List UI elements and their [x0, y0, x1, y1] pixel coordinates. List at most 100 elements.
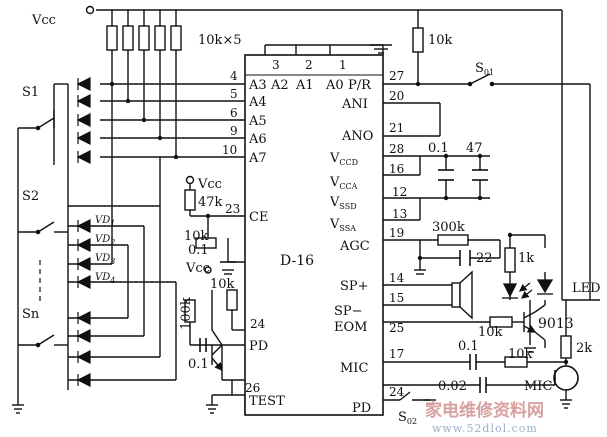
- switch-s1-label: S1: [22, 85, 39, 100]
- mic-label: MIC: [524, 379, 552, 394]
- pin-number: 23: [225, 202, 240, 216]
- resistor-bank-4: [154, 25, 166, 51]
- pin-number: 2: [305, 58, 313, 72]
- switch-sn: [35, 334, 55, 348]
- switch-s2: [35, 221, 55, 235]
- resistor-300k-label: 300k: [432, 220, 465, 235]
- diode-row-2: [76, 94, 91, 108]
- switch-s2-label: S2: [22, 189, 39, 204]
- pin-number: 27: [389, 69, 404, 83]
- key-switches: [35, 73, 495, 348]
- chip-pin-vssa: VSSA: [329, 217, 356, 233]
- resistor-100k: [184, 299, 196, 323]
- chip-pin-sp-plus: SP+: [340, 279, 369, 294]
- chip-pin-vccd: VCCD: [329, 151, 358, 167]
- diode-vd4: [76, 275, 91, 289]
- chip-pin-eom: EOM: [334, 320, 367, 335]
- pin-number: 14: [389, 271, 405, 285]
- pin-number: 13: [392, 207, 407, 221]
- chip-pin-ce: CE: [249, 210, 268, 225]
- chip-pin-ano: ANO: [341, 129, 373, 144]
- pin-number: 16: [389, 162, 404, 176]
- pin-number: 20: [389, 89, 404, 103]
- chip-pin-a2: A2: [270, 78, 289, 93]
- resistor-10k-pr: [412, 27, 424, 53]
- ground-icon: [424, 399, 436, 405]
- resistor-10k-pd: [226, 289, 238, 311]
- vcc-low-label: Vcc: [185, 261, 210, 276]
- diode-row-4: [76, 131, 91, 145]
- vcc-terminal-low: [204, 266, 212, 274]
- pin-number: 24: [389, 385, 405, 399]
- resistor-bank-5: [170, 25, 182, 51]
- pin-number: 10: [222, 143, 237, 157]
- diode-vd1: [76, 219, 91, 233]
- switch-s1: [35, 117, 55, 131]
- pin-number: 6: [230, 106, 238, 120]
- chip-pin-a5: A5: [248, 114, 267, 129]
- chip-pin-pd-left: PD: [249, 339, 268, 354]
- resistor-47k: [184, 189, 196, 211]
- diode-vd3: [76, 257, 91, 271]
- resistor-bank-label: 10k×5: [198, 33, 242, 48]
- watermark-url: www.52dlol.com: [432, 422, 538, 435]
- chip-pin-a1: A1: [295, 78, 314, 93]
- resistor-1k: [504, 247, 516, 273]
- switch-s02-label: S02: [398, 410, 417, 426]
- diode-vd3-label: VD3: [95, 253, 115, 266]
- ground-icon: [370, 44, 392, 54]
- ground-icon: [560, 399, 572, 409]
- ground-icon: [206, 404, 218, 414]
- ground-icon: [524, 347, 536, 353]
- led-label: LED: [572, 281, 601, 296]
- pin-number: 28: [389, 142, 404, 156]
- diode-sn-3: [76, 350, 91, 364]
- transistor-9013-label: 9013: [538, 316, 574, 332]
- chip-name: D-16: [280, 253, 314, 269]
- diode-row-3: [76, 113, 91, 127]
- d16-chip-body: [244, 54, 384, 416]
- pin-number: 17: [389, 347, 404, 361]
- pin-number: 25: [389, 321, 404, 335]
- vcc-label: Vcc: [31, 13, 56, 28]
- cap-ce-label: 0.1: [188, 243, 209, 258]
- resistor-bank-3: [138, 25, 150, 51]
- resistor-2k-label: 2k: [576, 341, 592, 356]
- pin-number: 3: [272, 58, 280, 72]
- chip-pin-mic: MIC: [340, 361, 368, 376]
- pin-number: 9: [230, 124, 238, 138]
- cap-22-label: 22: [476, 251, 493, 266]
- resistor-47k-label: 47k: [198, 195, 223, 210]
- chip-pin-a7: A7: [248, 151, 267, 166]
- ground-icon: [222, 269, 234, 275]
- diode-matrix: [76, 77, 91, 387]
- cap-pd-label: 0.1: [188, 357, 209, 372]
- resistor-10k-ce: [195, 237, 217, 249]
- diode-vd2: [76, 238, 91, 252]
- chip-pin-a4: A4: [248, 95, 267, 110]
- pin-number: 5: [230, 87, 238, 101]
- chip-pin-a3: A3: [248, 78, 267, 93]
- led-icon: [518, 279, 554, 299]
- microphone-icon: [553, 365, 579, 391]
- cap-01-mic-label: 0.1: [458, 339, 479, 354]
- diode-row-1: [76, 77, 91, 91]
- chip-pin-agc: AGC: [339, 239, 370, 254]
- diode-sn-1: [76, 311, 91, 325]
- switch-s01: [467, 73, 495, 87]
- resistor-300k: [437, 234, 469, 246]
- resistor-bank-1: [106, 25, 118, 51]
- watermark-text: 家电维修资料网: [425, 400, 544, 421]
- vcc-ce-label: Vcc: [197, 177, 222, 192]
- chip-pin-pr: P/R: [348, 78, 372, 93]
- resistor-2k: [560, 335, 572, 359]
- resistor-10k-pr-label: 10k: [428, 33, 453, 48]
- pin-number: 4: [230, 69, 238, 83]
- chip-pin-pd-right: PD: [352, 401, 371, 416]
- wiring: [17, 9, 600, 415]
- ground-icon: [414, 269, 426, 275]
- pin-number: 1: [339, 58, 347, 72]
- diode-vd1-label: VD1: [95, 215, 115, 228]
- transistor-pd: [211, 329, 223, 372]
